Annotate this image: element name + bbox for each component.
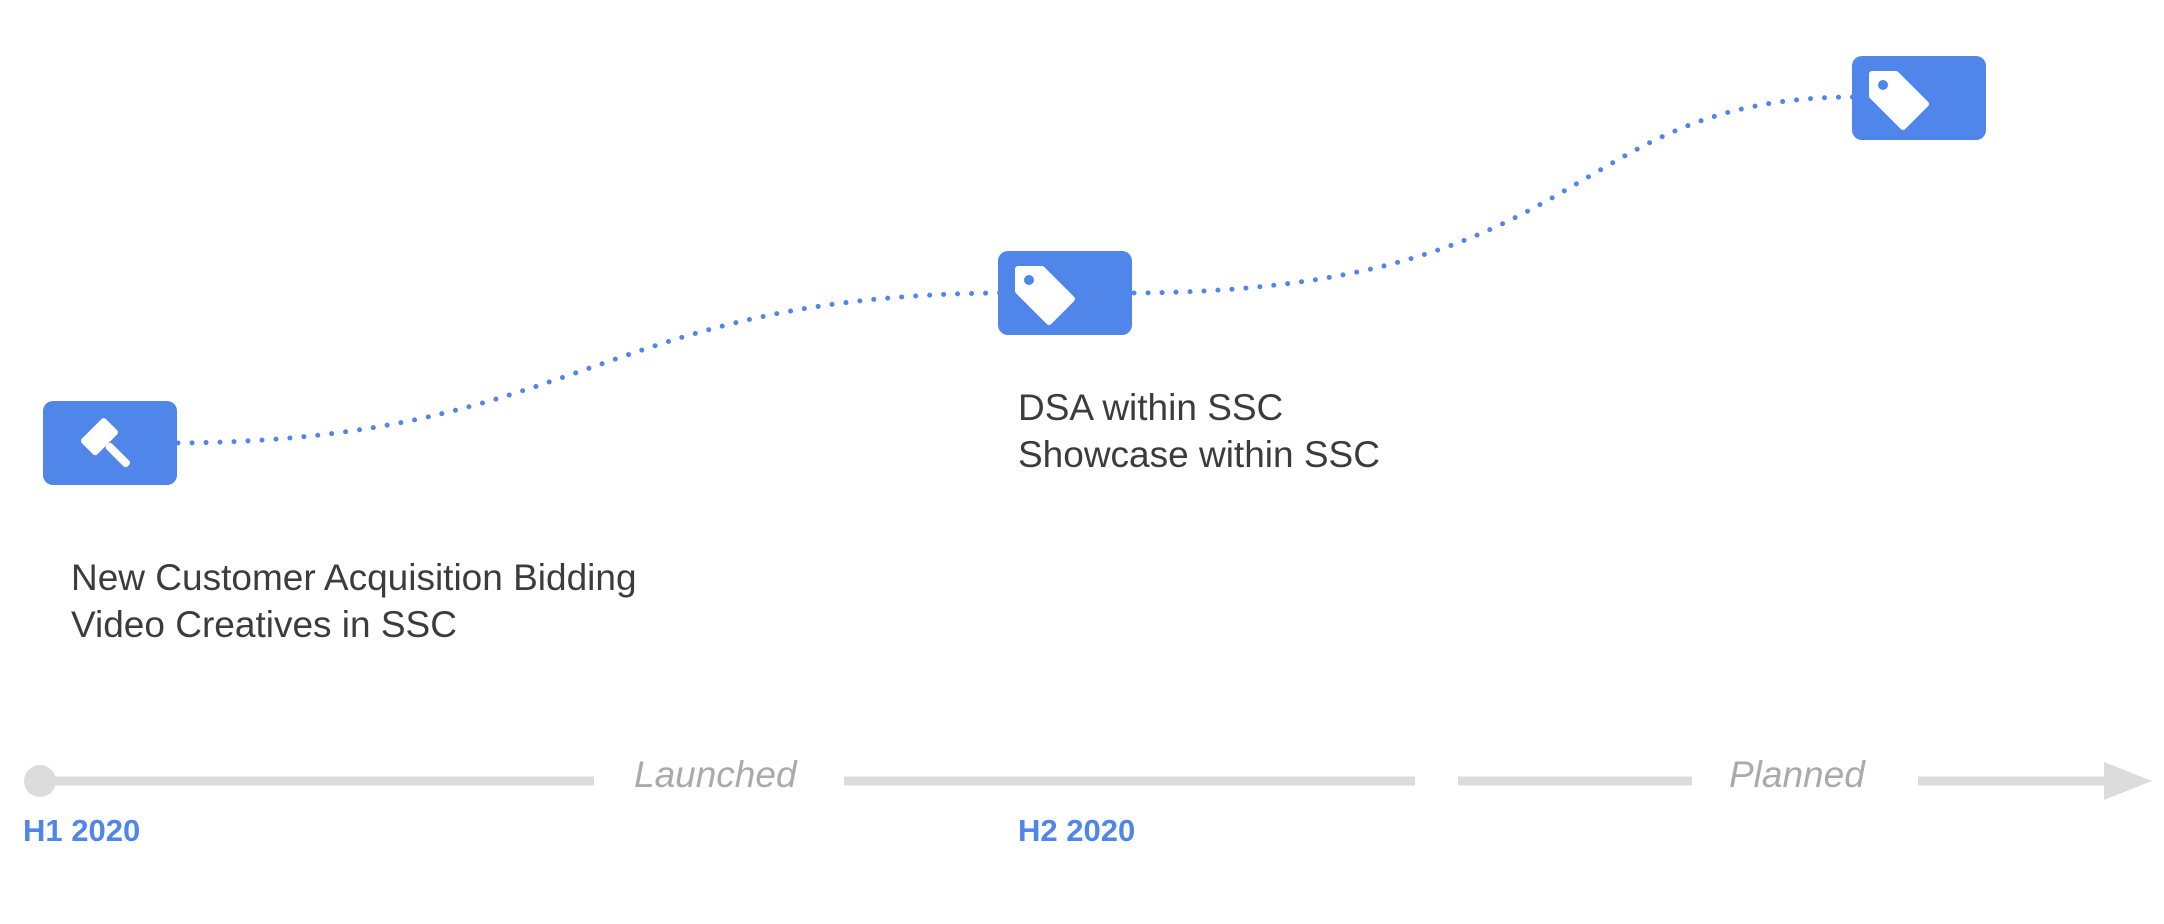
- tag-icon: [1869, 71, 1929, 130]
- milestone-1-line-1: New Customer Acquisition Bidding: [71, 557, 637, 598]
- milestone-1-text: New Customer Acquisition Bidding Video C…: [71, 554, 637, 648]
- progress-path: [175, 94, 1857, 446]
- period-label-h2-2020: H2 2020: [1018, 813, 1136, 848]
- phase-label-planned: Planned: [1729, 754, 1865, 795]
- milestone-2-line-1: DSA within SSC: [1018, 387, 1284, 428]
- timeline-start-dot: [24, 765, 56, 797]
- period-label-h1-2020: H1 2020: [23, 813, 141, 848]
- timeline-arrow-head: [2104, 762, 2152, 800]
- gavel-milestone-badge: [43, 401, 177, 485]
- phase-label-launched: Launched: [634, 754, 797, 795]
- milestone-1-line-2: Video Creatives in SSC: [71, 604, 457, 645]
- tag-icon: [1015, 266, 1075, 325]
- gavel-icon: [80, 418, 131, 468]
- milestone-2-text: DSA within SSC Showcase within SSC: [1018, 384, 1380, 478]
- tag-milestone-badge: [998, 251, 1132, 335]
- milestone-2-line-2: Showcase within SSC: [1018, 434, 1380, 475]
- tag-milestone-badge: [1852, 56, 1986, 140]
